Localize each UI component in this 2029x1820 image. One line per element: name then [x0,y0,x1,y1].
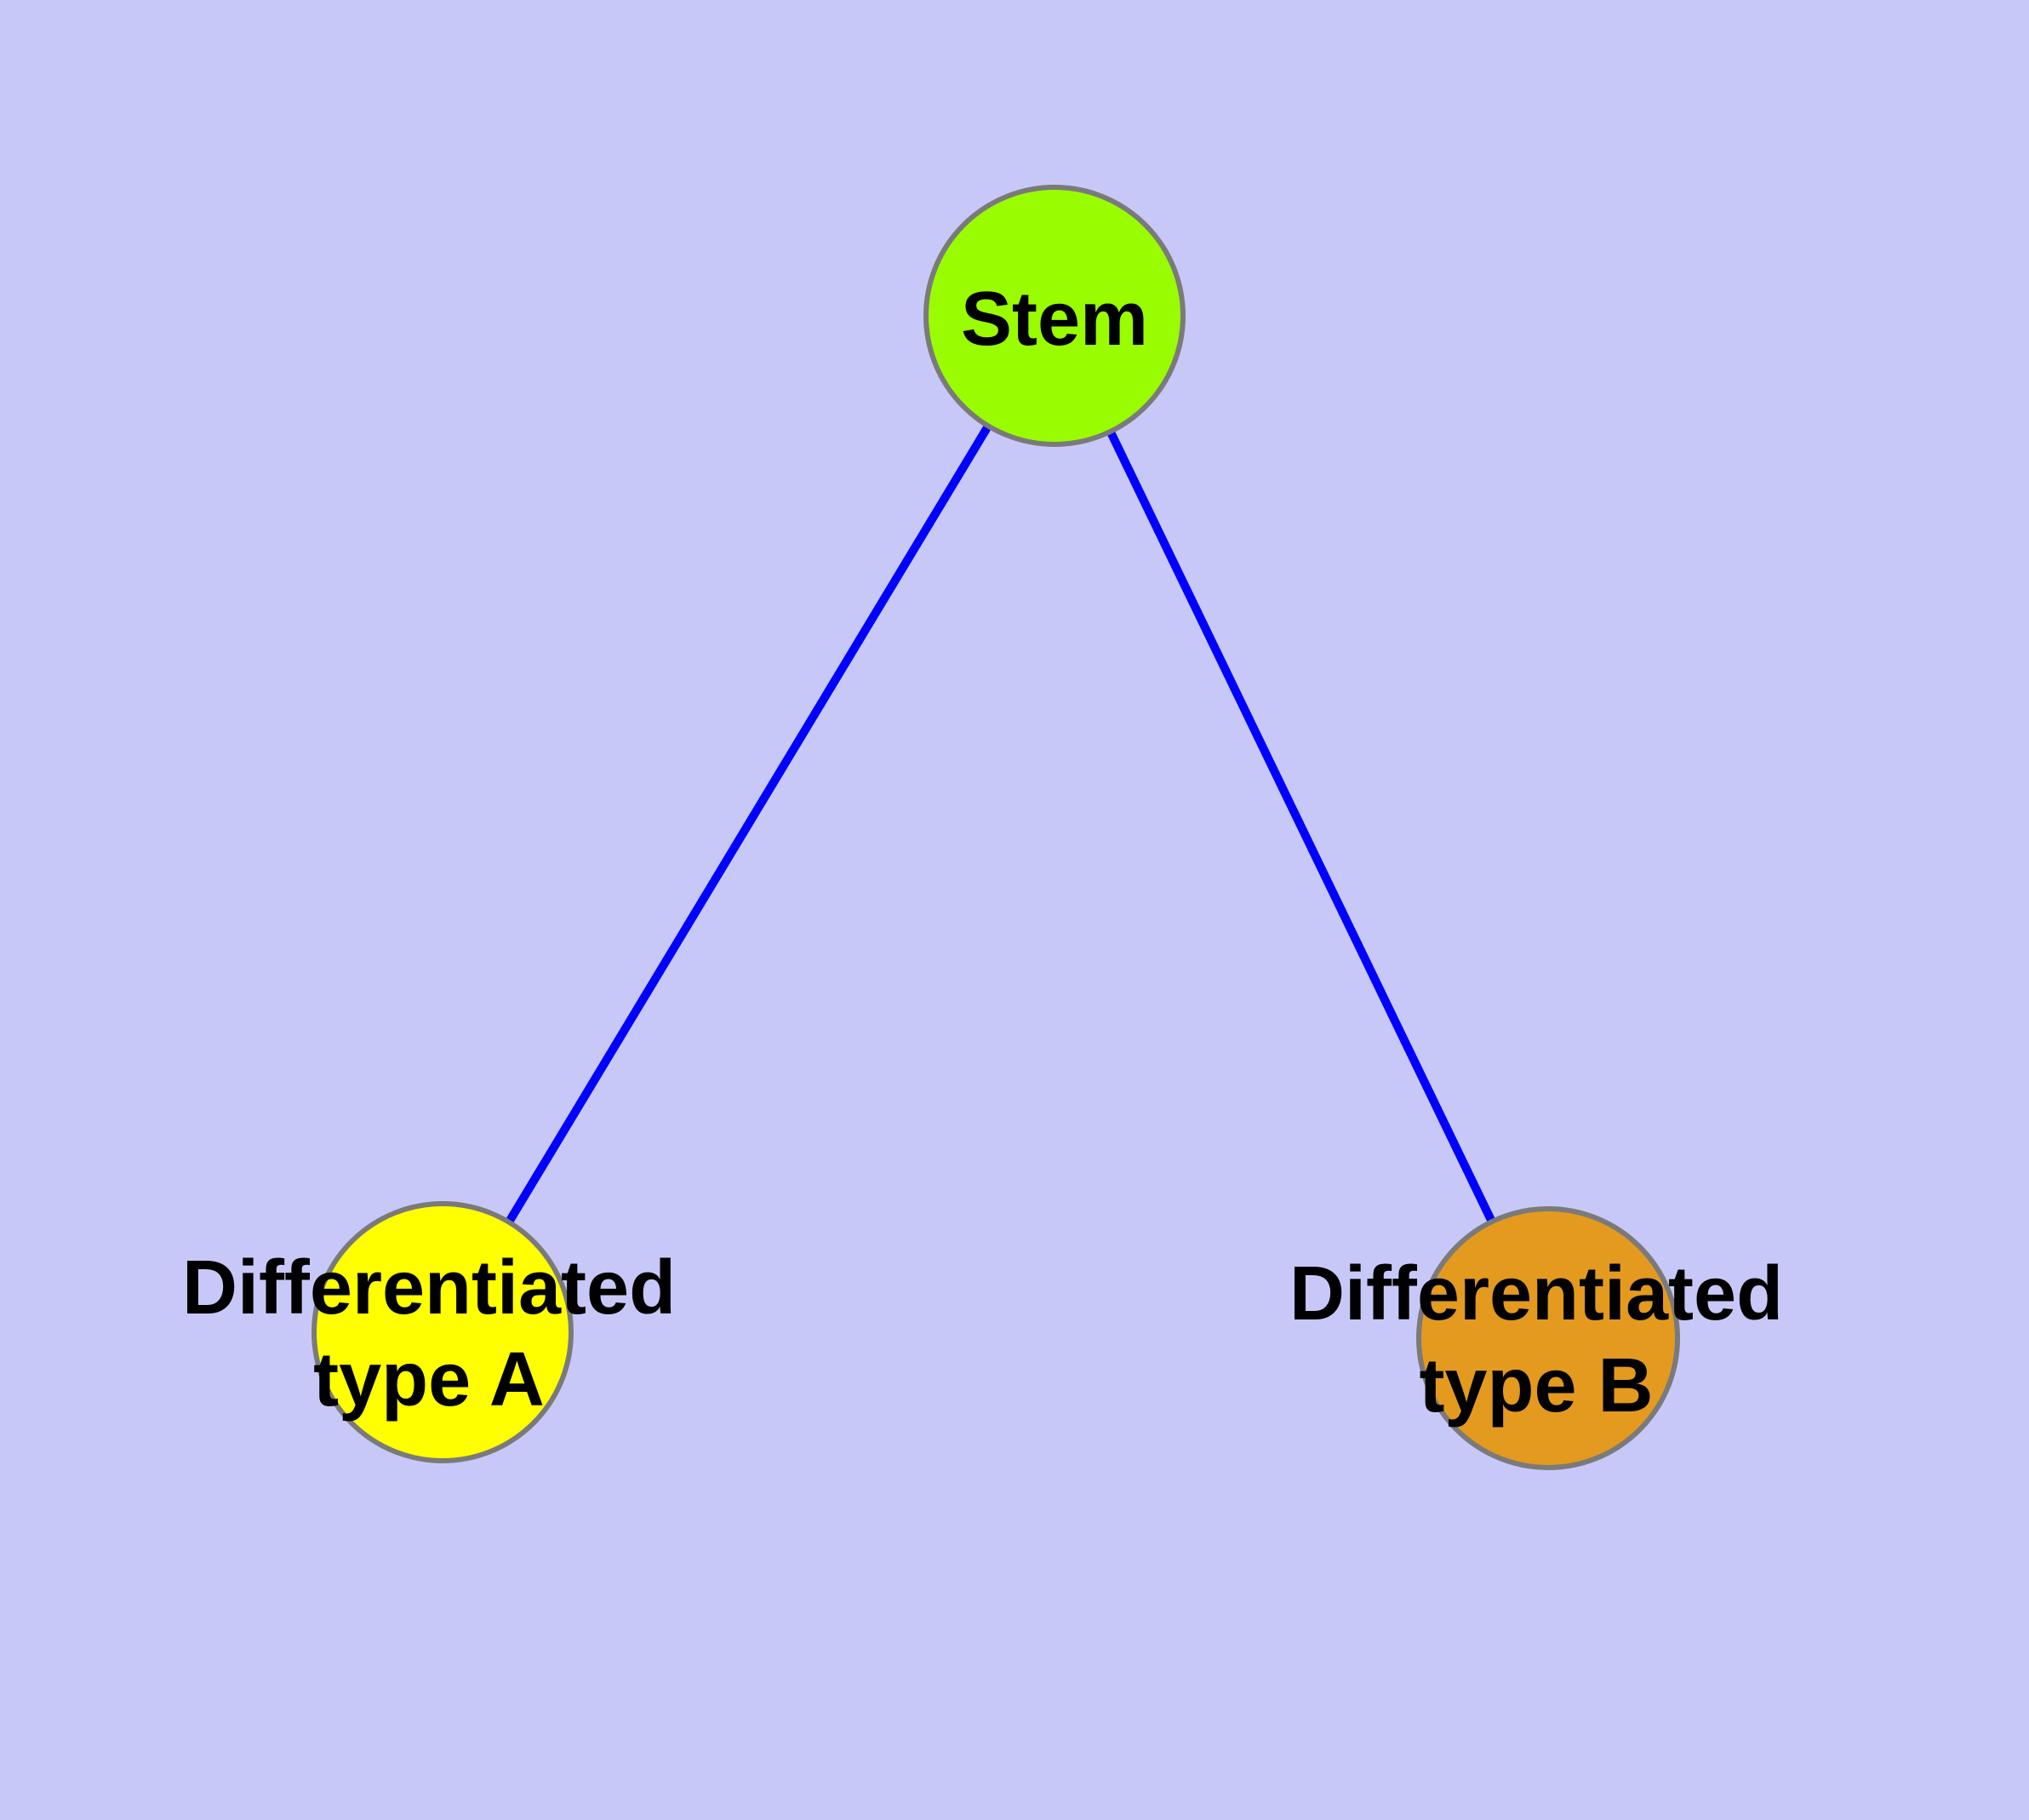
node-diff_b [1416,1206,1680,1470]
node-label-diff_b: Differentiated type B [1289,1251,1784,1428]
node-label-stem: Stem [960,277,1149,362]
node-stem [923,185,1186,447]
edge-stem-diff_a [438,313,1059,1335]
edge-stem-diff_b [1050,313,1552,1341]
node-label-diff_a: Differentiated type A [181,1245,677,1422]
node-diff_a [311,1201,574,1463]
